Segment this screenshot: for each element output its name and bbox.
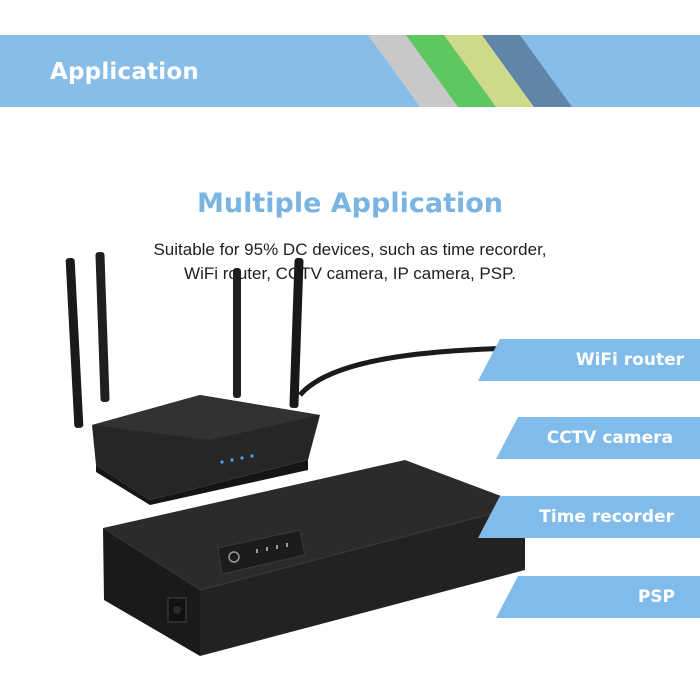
banner-stripes [0, 35, 700, 107]
description: Suitable for 95% DC devices, such as tim… [60, 238, 640, 286]
mini-ups [103, 460, 526, 656]
tag-label: WiFi router [575, 350, 684, 370]
wifi-router [65, 251, 320, 505]
tag-cctv-camera: CCTV camera [488, 417, 700, 459]
tag-label: CCTV camera [546, 428, 673, 448]
tag-label: Time recorder [539, 507, 674, 527]
tag-label: PSP [637, 587, 675, 607]
section-headline: Multiple Application [196, 188, 504, 219]
description-line-2: WiFi router, CCTV camera, IP camera, PSP… [184, 264, 516, 283]
header-banner: Application [0, 35, 700, 107]
tag-psp: PSP [488, 576, 700, 618]
router-cable [298, 345, 521, 397]
tag-shape [496, 576, 700, 618]
tag-wifi-router: WiFi router [470, 339, 700, 381]
tag-shape [478, 339, 700, 381]
banner-title: Application [50, 59, 199, 85]
tag-shape [478, 496, 700, 538]
tag-time-recorder: Time recorder [470, 496, 700, 538]
tag-shape [496, 417, 700, 459]
description-line-1: Suitable for 95% DC devices, such as tim… [153, 240, 547, 259]
